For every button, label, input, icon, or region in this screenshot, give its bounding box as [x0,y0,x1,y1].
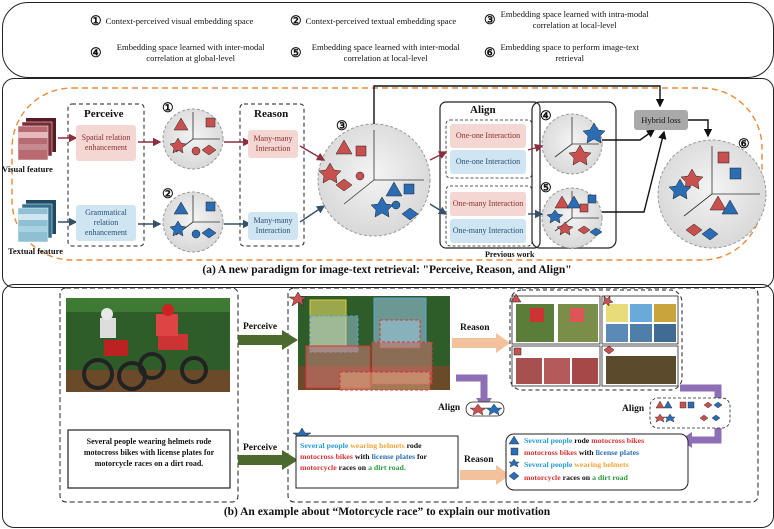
reason-row-4: motorcycle races on a dirt road [524,473,628,482]
sphere-label-1: ① [162,100,174,115]
reason-label-top: Reason [460,323,490,333]
textual-feature-stack [17,200,56,243]
visual-feature-stack [17,118,56,161]
sphere-4 [541,113,606,175]
panel-b-caption: (b) An example about “Motorcycle race” t… [223,506,551,518]
sentence-box-left [67,429,231,489]
sphere-5 [541,187,603,249]
perceive-title: Perceive [84,108,124,120]
align-one-one-1: One-one Interaction [450,124,526,148]
left-input-frame [59,287,239,503]
hybrid-loss-box: Hybrid loss [634,110,688,130]
align-title: Align [470,104,496,116]
sphere-label-3: ③ [336,118,348,133]
middle-frame [287,287,759,503]
perceive-label-top: Perceive [243,322,278,332]
reason-row-1: Several people rode motocross bikes [524,436,645,445]
sphere-label-4: ④ [540,108,552,123]
motorcycle-photo [66,298,230,392]
align-label-middle: Align [438,403,461,413]
visual-feature-label: Visual feature [2,164,53,174]
perceive-visual-module: Spatial relation enhancement [76,125,136,161]
sphere-2 [162,191,224,253]
sphere-label-2: ② [162,186,174,201]
sphere-label-6: ⑥ [738,136,750,151]
align-one-many-1: One-many Interaction [450,192,526,216]
reason-row-2: motocross bikes with license plates [524,448,640,457]
sentence-box-middle [295,435,459,489]
reason-title: Reason [254,108,289,120]
sphere-6 [657,139,767,249]
colored-sentence: Several people wearing helmets rode moto… [300,441,427,472]
perceive-text-module: Grammatical relation enhancement [76,205,136,241]
align-one-one-2: One-one Interaction [450,150,526,174]
reason-image-grid [509,289,683,391]
sphere-label-5: ⑤ [540,180,552,195]
input-sentence: Several people wearing helmets rode moto… [83,437,215,468]
previous-work-label: Previous work [485,250,535,259]
reason-row-3: Several people wearing helmets [524,460,629,469]
align-one-many-2: One-many Interaction [450,219,526,243]
textual-feature-label: Textual feature [8,246,64,256]
align-label-right: Align [622,404,645,414]
reason-label-bottom: Reason [464,455,494,465]
panel-a-caption: (a) A new paradigm for image-text retrie… [202,264,572,276]
reason-rows-frame [505,433,689,491]
detected-regions-photo [288,291,450,391]
perceive-label-bottom: Perceive [243,443,278,453]
sphere-1 [162,108,224,170]
reason-top-module: Many-many Interaction [248,130,298,158]
reason-bottom-module: Many-many Interaction [248,212,298,240]
sphere-3 [317,123,431,237]
